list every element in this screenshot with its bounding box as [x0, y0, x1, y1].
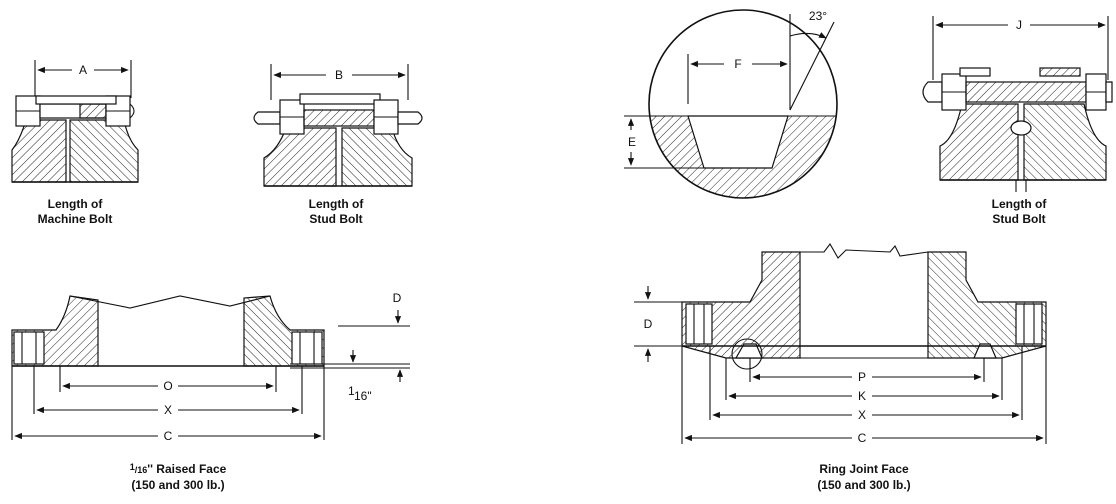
raised-face-den: 16: [137, 465, 147, 475]
raised-face-text: '' Raised Face: [147, 462, 226, 476]
dim-p-label: P: [858, 370, 866, 384]
dim-k-label: K: [858, 389, 866, 403]
dim-e-label: E: [628, 135, 636, 149]
raised-face-num: 1: [130, 462, 135, 472]
dim-d1-label: D: [393, 291, 402, 305]
ring-joint-caption-line2: (150 and 300 lb.): [817, 478, 910, 492]
ring-joint-flange: D P K X C: [634, 243, 1047, 445]
dim-a-label: A: [79, 63, 87, 77]
stud-bolt-ring-figure: J: [922, 16, 1113, 192]
stud-bolt-figure: B: [253, 64, 423, 187]
dim-x1-label: X: [164, 403, 172, 417]
raised-face-caption-line1: 1/16'' Raised Face: [130, 462, 227, 476]
ring-joint-caption-line1: Ring Joint Face: [819, 462, 909, 476]
stud-bolt-r-caption-line2: Stud Bolt: [992, 212, 1045, 226]
dim-c2-label: C: [858, 431, 867, 445]
dim-b-label: B: [335, 68, 343, 82]
stud-bolt-r-caption-line1: Length of: [992, 197, 1048, 211]
machine-bolt-caption-line2: Machine Bolt: [38, 212, 113, 226]
raised-face-flange: O X C D 1 16": [11, 291, 410, 443]
dim-j-label: J: [1016, 18, 1022, 32]
dim-o-label: O: [163, 379, 172, 393]
dim-d2-label: D: [644, 317, 653, 331]
machine-bolt-figure: A: [11, 60, 139, 183]
dim-f-label: F: [734, 57, 741, 71]
raised-face-caption-line2: (150 and 300 lb.): [131, 478, 224, 492]
ring-groove-detail: F 23° E: [624, 9, 838, 199]
stud-bolt-caption-line1: Length of: [309, 197, 365, 211]
machine-bolt-caption-line1: Length of: [48, 197, 104, 211]
sixteenth-num: 1: [348, 384, 355, 398]
dim-angle-label: 23°: [809, 9, 827, 23]
sixteenth-den: 16": [354, 389, 372, 403]
dim-c1-label: C: [164, 429, 173, 443]
dim-x2-label: X: [858, 408, 866, 422]
stud-bolt-caption-line2: Stud Bolt: [309, 212, 362, 226]
